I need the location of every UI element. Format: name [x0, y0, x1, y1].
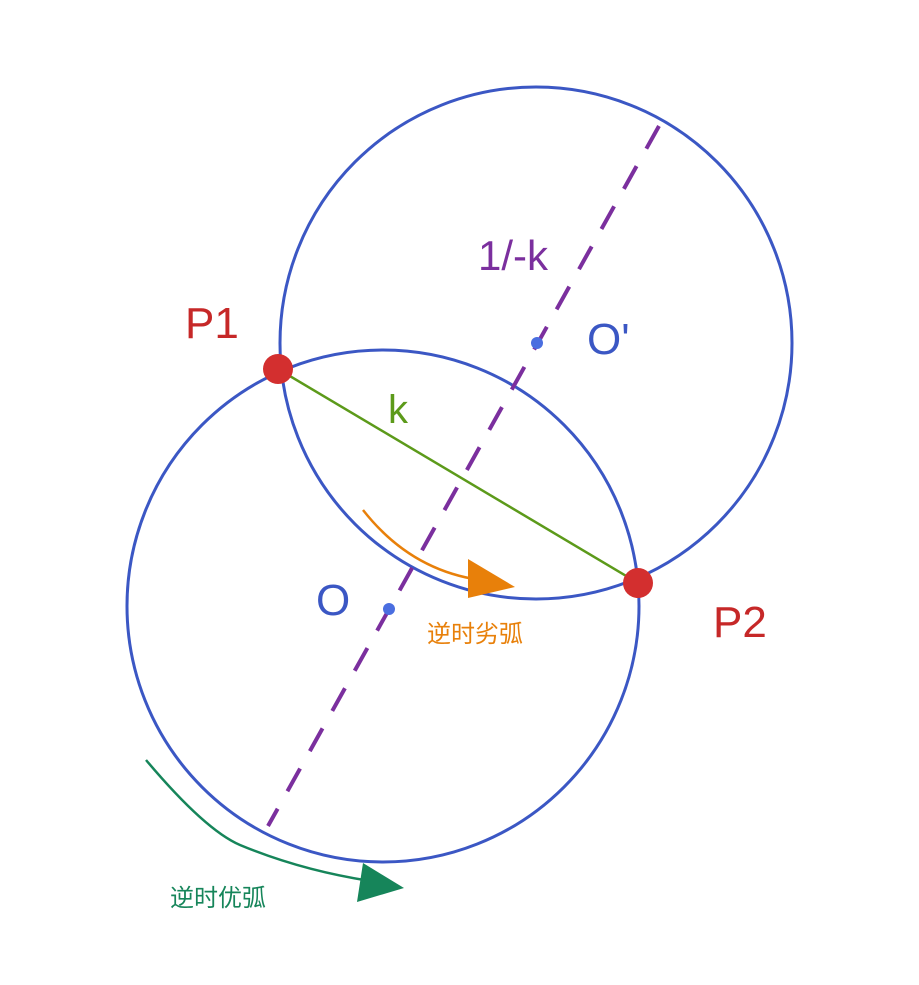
center-o-prime-dot	[531, 337, 543, 349]
label-major-arc: 逆时优弧	[170, 885, 266, 912]
label-o: O	[316, 576, 350, 625]
point-p2	[623, 568, 653, 598]
circle-o	[125, 348, 641, 864]
minor-arc-arrow-curve	[362, 509, 481, 582]
center-o-dot	[383, 603, 395, 615]
label-p2: P2	[713, 598, 767, 647]
point-p1	[263, 354, 293, 384]
minor-arc-arrowhead	[468, 559, 515, 598]
chord-p1-p2	[277, 367, 639, 585]
label-p1: P1	[185, 299, 239, 348]
label-o-prime: O'	[587, 315, 630, 364]
major-arc-arrow-curve	[145, 759, 371, 883]
label-minor-arc: 逆时劣弧	[427, 621, 523, 648]
perpendicular-bisector	[266, 125, 661, 827]
label-perpendicular-slope: 1/-k	[478, 232, 549, 279]
circle-o-prime	[278, 85, 794, 601]
label-chord-slope: k	[388, 388, 409, 432]
major-arc-arrowhead	[357, 863, 404, 902]
